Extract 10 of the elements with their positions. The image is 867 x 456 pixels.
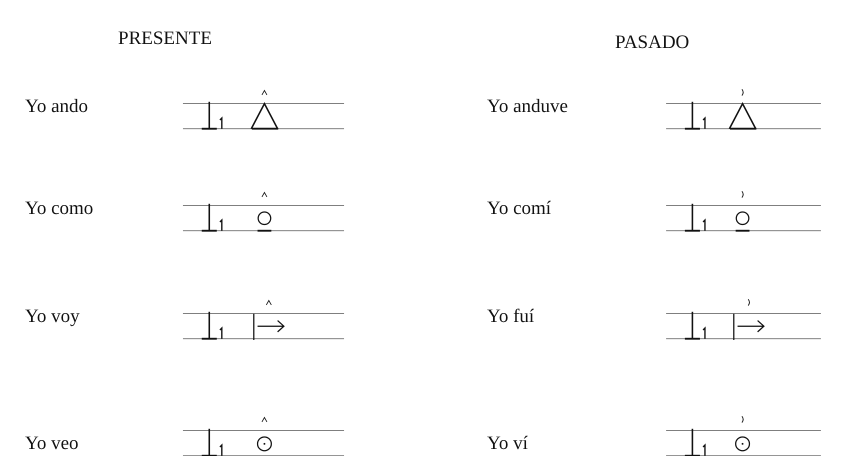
phrase-text: Yo comí [487,198,552,220]
phrase-text: Yo veo [25,433,79,455]
phrase-text: Yo fuí [487,306,534,328]
column-heading: PASADO [615,32,690,54]
phrase-text: Yo ví [487,433,528,455]
phrase-text: Yo como [25,198,94,220]
phrase-text: Yo anduve [487,96,568,118]
phrase-text: Yo ando [25,96,88,118]
column-heading: PRESENTE [118,28,212,50]
phrase-text: Yo voy [25,306,80,328]
